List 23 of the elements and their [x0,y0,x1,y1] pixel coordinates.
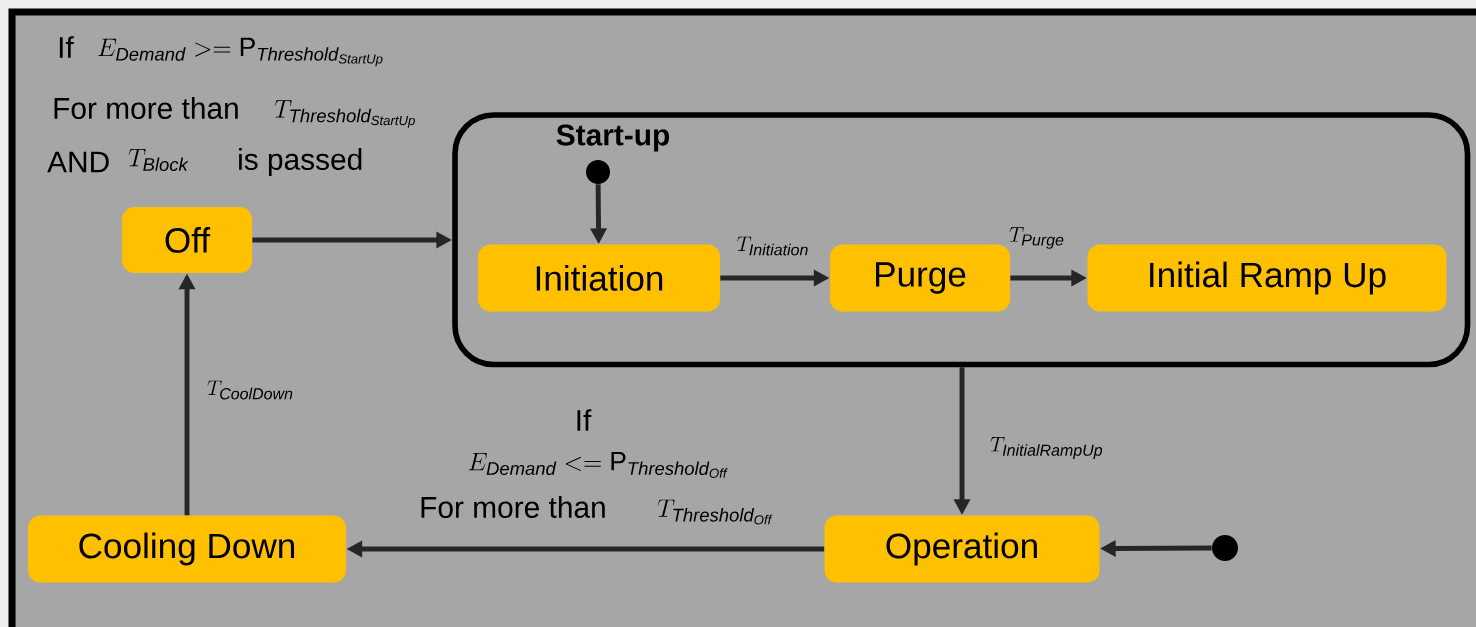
start-dot [586,160,610,184]
state-box: Off [122,207,252,273]
state-box: Initiation [478,244,720,312]
condition-text: is passed [239,148,362,176]
condition-text: For more than [421,496,605,518]
condition-formula: $T_{\mathit{Threshold}_{\mathit{StartUp}}}$ [274,100,415,128]
condition-formula: $T_{\mathit{Threshold}_{\mathit{Off}}}$ [657,499,773,525]
edge-label: $T_{\mathit{Purge}}$ [1009,227,1064,249]
start-dot [1212,535,1238,561]
edge-label: $T_{\mathit{CoolDown}}$ [207,380,293,400]
state-box: Operation [824,515,1100,583]
condition-text: If [59,36,74,58]
edge-label: $T_{\mathit{Initiation}}$ [737,236,808,256]
state-box: Cooling Down [28,515,346,583]
condition-text: AND [47,151,109,173]
condition-text: If [577,409,592,431]
condition-formula: $E_{\mathit{Demand}} >= \mathrm{P}_{\mathit{Threshold}_{\mathit{StartUp}}}$ [98,37,383,67]
state-box: Initial Ramp Up [1087,244,1447,312]
condition-formula: $T_{\mathit{Block}}$ [128,149,189,172]
state-box: Purge [830,244,1010,312]
edge-label: $T_{\mathit{InitialRampUp}}$ [990,437,1103,459]
condition-text: For more than [54,97,238,119]
condition-formula: $E_{\mathit{Demand}} <= \mathrm{P}_{\mathit{Threshold}_{\mathit{Off}}}$ [468,452,728,478]
